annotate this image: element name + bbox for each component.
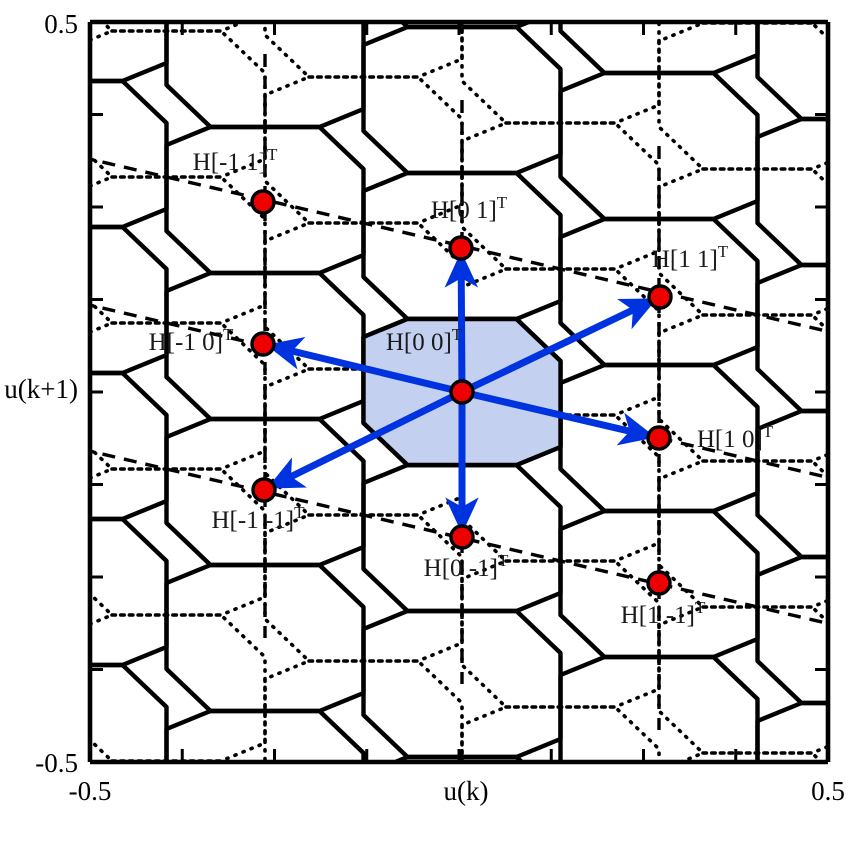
x-axis-title: u(k) [444, 776, 489, 806]
lattice-point-p1p1[interactable] [647, 284, 673, 310]
point-labels-group: H[-1 1]T H[0 1]T H[1 1]T H[-1 0]T H[0 0]T H[1… [149, 145, 774, 629]
voronoi-cell [164, 562, 366, 714]
voronoi-cell [558, 22, 760, 76]
voronoi-cell [755, 116, 828, 268]
lattice-point-m1m1[interactable] [251, 477, 277, 503]
point-label-p1m1: H[1 -1]T [621, 598, 706, 629]
point-label-p0p0: H[0 0]T [386, 325, 463, 356]
voronoi-cell [755, 408, 828, 560]
voronoi-cell-dotted [90, 321, 267, 471]
generator-vector-m1m1 [266, 388, 464, 490]
y-axis-title: u(k+1) [4, 374, 78, 404]
voronoi-cell [90, 662, 169, 762]
voronoi-cell [361, 24, 563, 176]
voronoi-cell [164, 124, 366, 276]
voronoi-cell [90, 224, 169, 376]
voronoi-cell-dotted [263, 22, 464, 79]
y-axis-max-label: 0.5 [44, 9, 78, 39]
voronoi-cell [164, 416, 366, 568]
voronoi-cell [558, 508, 760, 660]
lattice-point-m1p1[interactable] [250, 189, 276, 215]
point-label-m1m1: H[-1 -1]T [212, 503, 306, 534]
voronoi-cell [90, 516, 169, 668]
point-label-p0p1: H[0 1]T [431, 193, 508, 224]
lattice-point-p0m1[interactable] [449, 524, 475, 550]
lattice-point-p0p0[interactable] [449, 379, 475, 405]
voronoi-cell-dotted [90, 29, 267, 179]
lattice-point-m1p0[interactable] [250, 331, 276, 357]
lattice-points-group [250, 189, 673, 596]
voronoi-cell [164, 708, 366, 762]
voronoi-cell [90, 370, 169, 522]
voronoi-cell [755, 554, 828, 706]
voronoi-cell [90, 22, 169, 84]
voronoi-cell [558, 70, 760, 222]
generator-vector-p0p1 [444, 251, 479, 393]
voronoi-cell-dotted [460, 705, 661, 762]
lattice-point-p1p0[interactable] [646, 425, 672, 451]
y-axis-min-label: -0.5 [35, 748, 78, 778]
voronoi-cell-dotted [90, 175, 267, 325]
voronoi-cell [755, 700, 828, 762]
voronoi-cell-dotted [99, 22, 248, 33]
point-label-p1p0: H[1 0]T [697, 422, 774, 453]
generator-vector-m1p0 [266, 336, 463, 396]
voronoi-cell [164, 22, 366, 130]
voronoi-cell-dotted [263, 659, 464, 762]
generator-vectors-group [266, 251, 658, 534]
voronoi-cell [399, 22, 535, 30]
point-label-m1p1: H[-1 1]T [193, 145, 278, 176]
point-label-p0m1: H[0 -1]T [424, 551, 509, 582]
point-label-p1p1: H[1 1]T [652, 242, 729, 273]
voronoi-cell [164, 270, 366, 422]
voronoi-cell [361, 608, 563, 760]
generator-vector-p1p1 [460, 297, 658, 396]
x-axis-min-label: -0.5 [69, 776, 112, 806]
lattice-point-p0p1[interactable] [448, 235, 474, 261]
voronoi-cell [90, 78, 169, 230]
lattice-point-p1m1[interactable] [646, 570, 672, 596]
voronoi-cell [361, 462, 563, 614]
voronoi-cell [558, 654, 760, 762]
generator-vector-p1p0 [461, 388, 656, 446]
plot-frame [87, 19, 831, 765]
voronoi-cell [755, 262, 828, 414]
x-axis-max-label: 0.5 [811, 776, 845, 806]
voronoi-cell [558, 216, 760, 368]
point-label-m1p0: H[-1 0]T [149, 325, 234, 356]
voronoi-cell-dotted [90, 467, 267, 617]
